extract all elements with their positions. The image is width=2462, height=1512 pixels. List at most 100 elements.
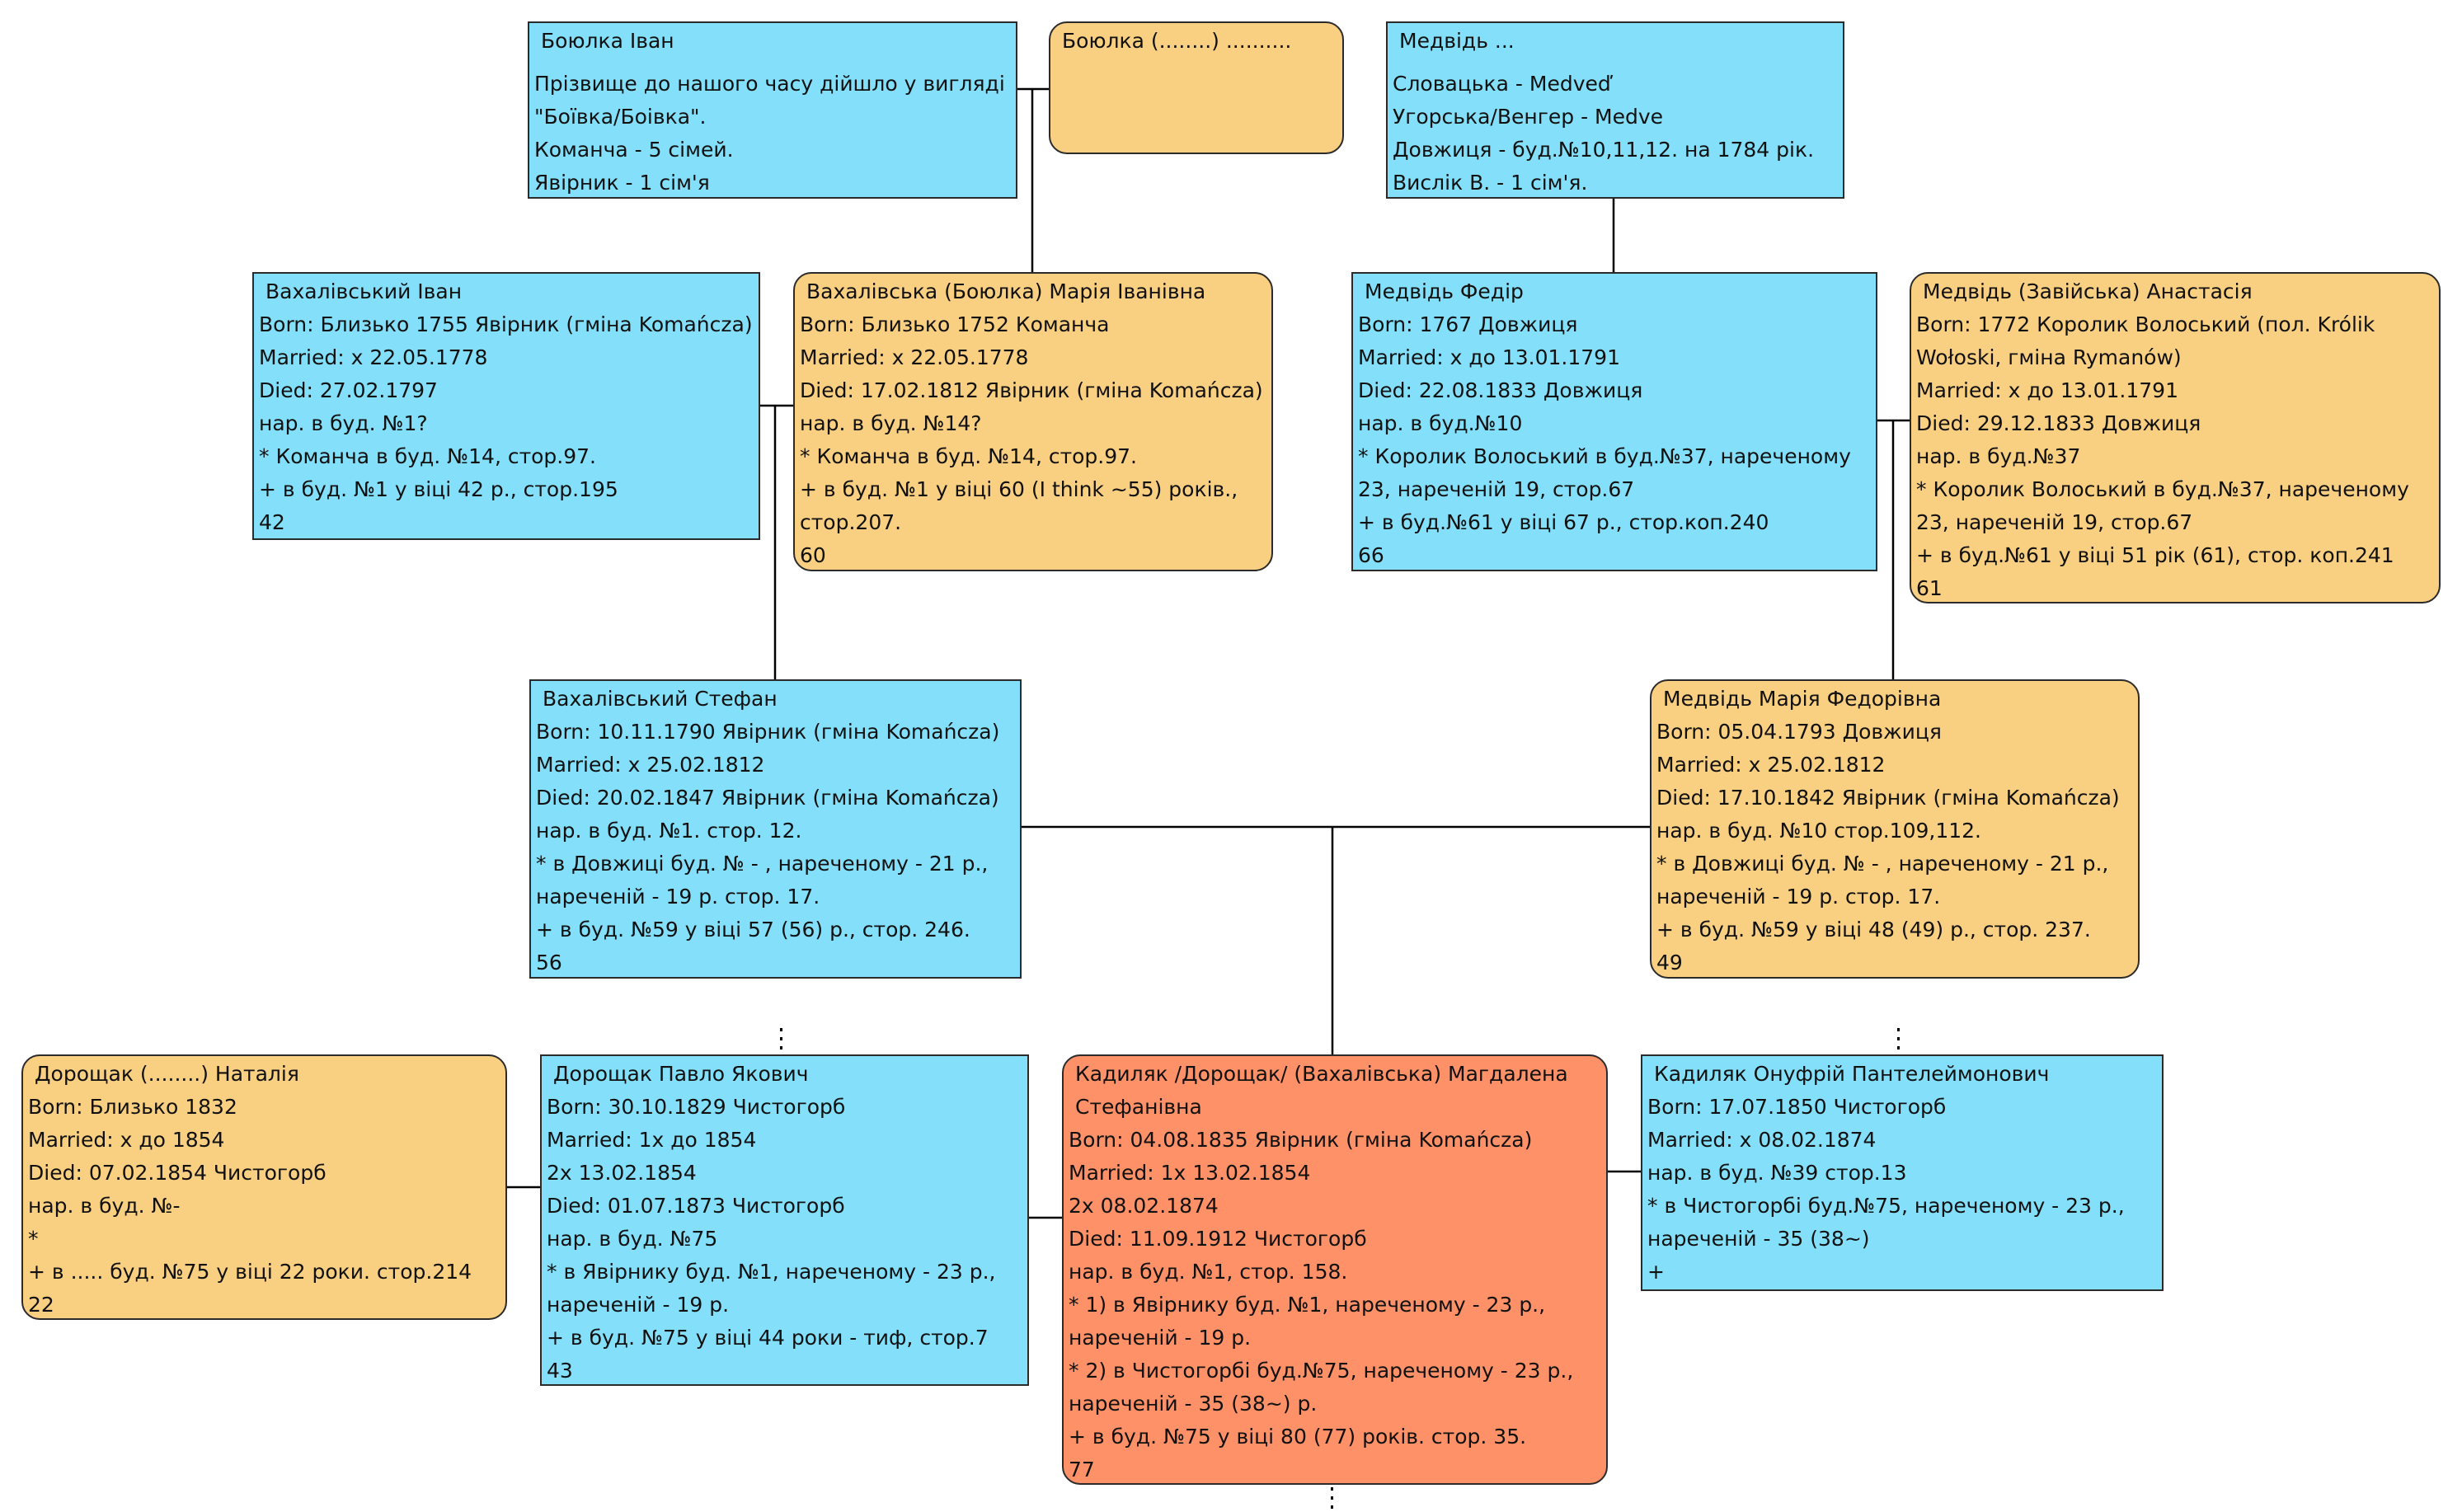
person-detail: Словацька - Medveď — [1393, 72, 1611, 96]
person-detail: 61 — [1916, 576, 1943, 600]
person-detail: Born: Близько 1755 Явірник (гміна Komańc… — [259, 312, 753, 336]
person-card-medvid-anastasiia[interactable]: Медвідь (Завійська) Анастасія Born: 1772… — [1910, 272, 2441, 603]
person-detail: нар. в буд.№37 — [1916, 444, 2081, 468]
person-detail: Born: 05.04.1793 Довжиця — [1656, 720, 1942, 744]
person-name: Медвідь Марія Федорівна — [1663, 687, 1942, 711]
person-detail: * Королик Волоський в буд.№37, нареченом… — [1916, 477, 2409, 534]
person-detail: Died: 20.02.1847 Явірник (гміна Komańcza… — [536, 786, 999, 810]
person-detail: Born: 1772 Королик Волоський (пол. Króli… — [1916, 312, 2375, 369]
person-detail: * 1) в Явірнику буд. №1, нареченому - 23… — [1069, 1293, 1546, 1350]
person-detail: Married: x до 13.01.1791 — [1916, 378, 2178, 402]
person-detail: * Королик Волоський в буд.№37, нареченом… — [1358, 444, 1851, 501]
person-name: Кадиляк Онуфрій Пантелеймонович — [1654, 1062, 2050, 1086]
person-detail: нар. в буд. №1? — [259, 411, 428, 435]
person-detail: Довжиця - буд.№10,11,12. на 1784 рік. — [1393, 138, 1815, 162]
person-name: Вахалівська (Боюлка) Марія Іванівна — [806, 279, 1206, 303]
person-detail: Married: x 25.02.1812 — [536, 753, 765, 777]
person-detail: * в Довжиці буд. № - , нареченому - 21 р… — [536, 852, 989, 909]
person-detail: Born: Близько 1752 Команча — [800, 312, 1110, 336]
person-name: Кадиляк /Дорощак/ (Вахалівська) Магдален… — [1075, 1062, 1568, 1119]
person-detail: Died: 17.02.1812 Явірник (гміна Komańcza… — [800, 378, 1263, 402]
person-detail: Married: 1x до 1854 — [547, 1128, 757, 1152]
person-detail: Угорська/Венгер - Medve — [1393, 105, 1664, 129]
person-detail: нар. в буд. №10 стор.109,112. — [1656, 819, 1982, 843]
person-detail: Married: x до 1854 — [28, 1128, 225, 1152]
person-name: Боюлка (........) .......... — [1062, 29, 1292, 53]
person-card-boiulka-ivan[interactable]: Боюлка Іван Прізвище до нашого часу дійш… — [528, 21, 1017, 199]
person-detail: 56 — [536, 951, 562, 974]
person-detail: 43 — [547, 1359, 573, 1383]
person-name: Вахалівський Стефан — [543, 687, 778, 711]
person-detail: Команча - 5 сімей. — [534, 138, 734, 162]
person-detail: 49 — [1656, 951, 1683, 974]
person-detail: нар. в буд. №1. стор. 12. — [536, 819, 802, 843]
person-detail: Married: x 22.05.1778 — [800, 345, 1029, 369]
person-detail: Died: 27.02.1797 — [259, 378, 438, 402]
person-name: Вахалівський Іван — [265, 279, 463, 303]
person-detail: 77 — [1069, 1458, 1095, 1481]
person-detail: + в буд. №59 у віці 57 (56) р., стор. 24… — [536, 918, 970, 941]
person-card-kadyliak-onufrii[interactable]: Кадиляк Онуфрій Пантелеймонович Born: 17… — [1641, 1054, 2164, 1291]
person-detail: Died: 07.02.1854 Чистогорб — [28, 1161, 327, 1185]
person-detail: 2x 13.02.1854 — [547, 1161, 697, 1185]
person-detail: * в Довжиці буд. № - , нареченому - 21 р… — [1656, 852, 2109, 909]
person-name: Дорощак (........) Наталія — [35, 1062, 299, 1086]
person-detail: Died: 17.10.1842 Явірник (гміна Komańcza… — [1656, 786, 2120, 810]
person-detail: нар. в буд. №1, стор. 158. — [1069, 1260, 1348, 1284]
person-detail: + в буд.№61 у віці 67 р., стор.коп.240 — [1358, 510, 1769, 534]
person-detail: * Команча в буд. №14, стор.97. — [259, 444, 597, 468]
person-detail: + в буд. №1 у віці 42 р., стор.195 — [259, 477, 618, 501]
person-detail: 60 — [800, 543, 826, 567]
person-detail: нар. в буд.№10 — [1358, 411, 1523, 435]
person-detail: нар. в буд. №39 стор.13 — [1647, 1161, 1907, 1185]
person-card-doroshchak-natalia[interactable]: Дорощак (........) Наталія Born: Близько… — [21, 1054, 507, 1320]
person-card-vakhalivskyi-ivan[interactable]: Вахалівський Іван Born: Близько 1755 Яві… — [252, 272, 760, 540]
person-detail: Died: 01.07.1873 Чистогорб — [547, 1194, 845, 1218]
person-detail: * 2) в Чистогорбі буд.№75, нареченому - … — [1069, 1359, 1574, 1416]
person-detail: Married: 1x 13.02.1854 — [1069, 1161, 1311, 1185]
person-card-medvid-mariia[interactable]: Медвідь Марія Федорівна Born: 05.04.1793… — [1650, 679, 2140, 979]
person-detail: Died: 29.12.1833 Довжиця — [1916, 411, 2201, 435]
person-card-vakhalivska-mariia[interactable]: Вахалівська (Боюлка) Марія Іванівна Born… — [793, 272, 1273, 571]
person-detail: + в буд. №1 у віці 60 (I think ~55) рокі… — [800, 477, 1238, 534]
person-name: Боюлка Іван — [541, 29, 674, 53]
person-detail: + — [1647, 1260, 1665, 1284]
person-name: Медвідь ... — [1399, 29, 1515, 53]
person-detail: Born: 10.11.1790 Явірник (гміна Komańcza… — [536, 720, 1000, 744]
person-detail: + в буд. №75 у віці 80 (77) років. стор.… — [1069, 1425, 1527, 1449]
person-name: Медвідь (Завійська) Анастасія — [1923, 279, 2253, 303]
person-detail: Явірник - 1 сім'я — [534, 171, 710, 195]
continuation-dots-pavlo — [780, 1028, 782, 1049]
person-detail: Married: x 08.02.1874 — [1647, 1128, 1877, 1152]
person-detail: + в буд. №59 у віці 48 (49) р., стор. 23… — [1656, 918, 2091, 941]
person-card-kadyliak-mahdalena[interactable]: Кадиляк /Дорощак/ (Вахалівська) Магдален… — [1062, 1054, 1608, 1485]
person-detail: Born: Близько 1832 — [28, 1095, 237, 1119]
person-detail: нар. в буд. №75 — [547, 1227, 718, 1251]
person-detail: * — [28, 1227, 39, 1251]
person-detail: Died: 22.08.1833 Довжиця — [1358, 378, 1643, 402]
person-detail: 42 — [259, 510, 285, 534]
person-detail: 66 — [1358, 543, 1384, 567]
person-detail: Born: 04.08.1835 Явірник (гміна Komańcza… — [1069, 1128, 1533, 1152]
continuation-dots-mahdalena — [1331, 1487, 1333, 1509]
person-card-vakhalivskyi-stefan[interactable]: Вахалівський Стефан Born: 10.11.1790 Яві… — [529, 679, 1022, 979]
person-detail: + в буд. №75 у віці 44 роки - тиф, стор.… — [547, 1326, 989, 1350]
person-detail: Married: x 22.05.1778 — [259, 345, 488, 369]
person-detail: Born: 17.07.1850 Чистогорб — [1647, 1095, 1947, 1119]
person-detail: Born: 1767 Довжиця — [1358, 312, 1578, 336]
person-detail: + в буд.№61 у віці 51 рік (61), стор. ко… — [1916, 543, 2394, 567]
person-card-boiulka-wife[interactable]: Боюлка (........) .......... — [1049, 21, 1344, 154]
person-card-doroshchak-pavlo[interactable]: Дорощак Павло Якович Born: 30.10.1829 Чи… — [540, 1054, 1029, 1386]
person-card-medvid-fedir[interactable]: Медвідь Федір Born: 1767 Довжиця Married… — [1351, 272, 1877, 571]
person-detail: нар. в буд. №- — [28, 1194, 181, 1218]
person-card-medvid[interactable]: Медвідь ... Словацька - Medveď Угорська/… — [1386, 21, 1844, 199]
person-detail: * в Явірнику буд. №1, нареченому - 23 р.… — [547, 1260, 996, 1317]
person-detail: Died: 11.09.1912 Чистогорб — [1069, 1227, 1367, 1251]
person-detail: 22 — [28, 1293, 54, 1317]
person-detail: Прізвище до нашого часу дійшло у вигляді… — [534, 72, 1005, 129]
person-name: Медвідь Федір — [1365, 279, 1524, 303]
person-name: Дорощак Павло Якович — [553, 1062, 809, 1086]
person-detail: Married: x до 13.01.1791 — [1358, 345, 1620, 369]
person-detail: 2x 08.02.1874 — [1069, 1194, 1219, 1218]
